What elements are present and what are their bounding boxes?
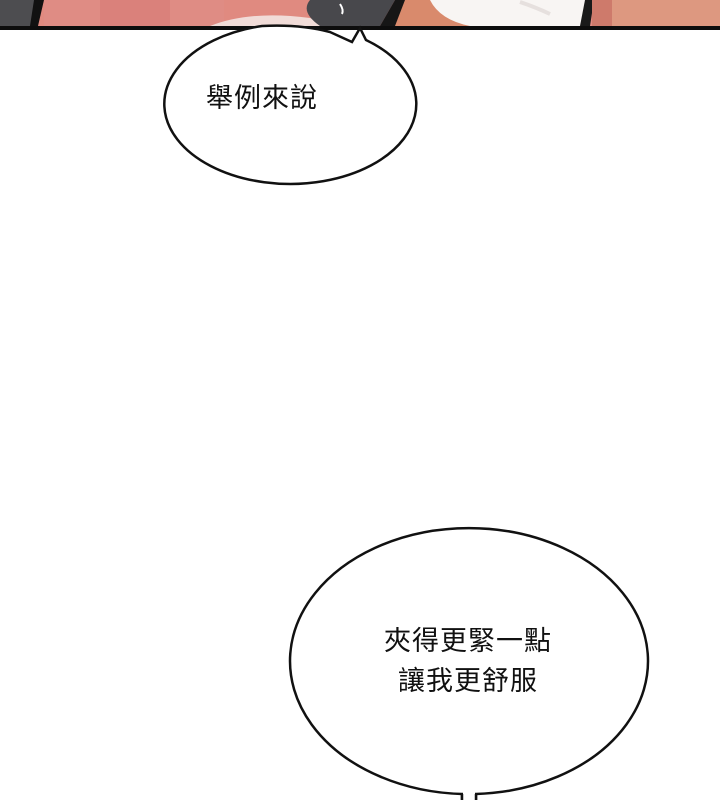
bubble-2-line-1: 夾得更緊一點 bbox=[384, 626, 552, 657]
bubble-1-line-1: 舉例來說 bbox=[206, 83, 318, 114]
bubble-2-line-2: 讓我更舒服 bbox=[398, 666, 538, 697]
speech-bubble-2-text: 夾得更緊一點 讓我更舒服 bbox=[330, 622, 606, 702]
speech-bubble-2 bbox=[288, 526, 650, 800]
speech-bubble-1 bbox=[163, 24, 418, 186]
speech-bubble-1-text: 舉例來說 bbox=[162, 82, 362, 116]
top-panel-artwork bbox=[0, 0, 720, 30]
